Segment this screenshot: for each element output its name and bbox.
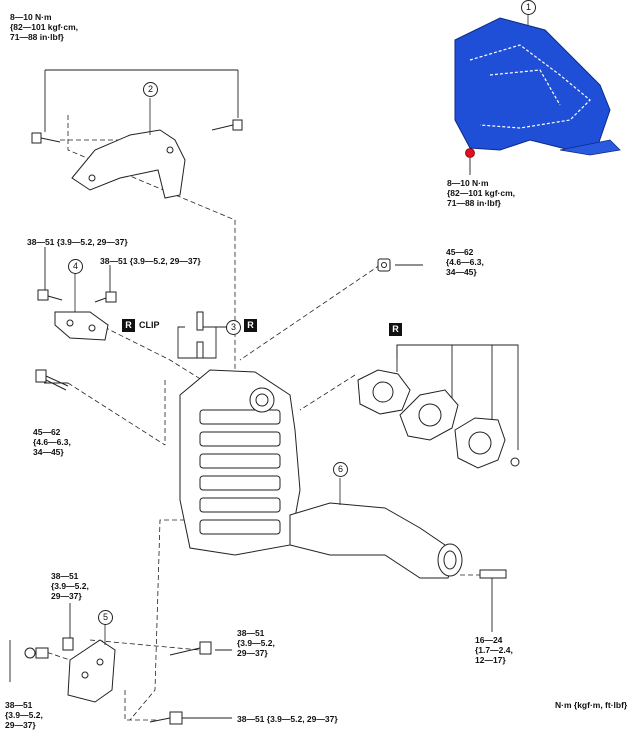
torque-spec: 8—10 N·m {82—101 kgf·cm, 71—88 in·lbf} — [447, 178, 516, 208]
bolt-icon — [31, 119, 243, 144]
seal-washer-icon — [465, 148, 475, 158]
replace-mark-icon: R — [244, 319, 257, 332]
catalytic-converter — [179, 369, 463, 579]
replace-mark-icon: R — [122, 319, 135, 332]
torque-spec: 38—51 {3.9—5.2, 29—37} — [5, 700, 43, 730]
callout-5: 5 — [98, 610, 113, 625]
gasket — [357, 369, 520, 469]
heat-insulator — [454, 17, 621, 156]
right-stud-bolt-icon — [479, 569, 507, 579]
torque-spec: 8—10 N·m {82—101 kgf·cm, 71—88 in·lbf} — [10, 12, 79, 42]
callout-6: 6 — [333, 462, 348, 477]
torque-spec: 38—51 {3.9—5.2, 29—37} — [237, 714, 338, 724]
bottom-bolt-icon — [149, 711, 183, 725]
callout-1: 1 — [521, 0, 536, 15]
torque-spec: 38—51 {3.9—5.2, 29—37} — [237, 628, 275, 658]
upper-bracket — [71, 129, 186, 199]
callout-4: 4 — [68, 259, 83, 274]
nut-icon — [377, 258, 391, 272]
clip-label: CLIP — [139, 320, 160, 330]
small-bracket-4 — [37, 289, 117, 341]
stud-bolt-icon — [35, 369, 69, 391]
torque-spec: 45—62 {4.6—6.3, 34—45} — [33, 427, 71, 457]
replace-mark-icon: R — [389, 323, 402, 336]
clip — [196, 311, 204, 359]
callout-2: 2 — [143, 82, 158, 97]
lower-bracket-5 — [24, 637, 212, 703]
torque-spec: 38—51 {3.9—5.2, 29—37} — [51, 571, 89, 601]
torque-spec: 38—51 {3.9—5.2, 29—37} — [100, 256, 201, 266]
torque-spec: 45—62 {4.6—6.3, 34—45} — [446, 247, 484, 277]
callout-3: 3 — [226, 320, 241, 335]
torque-spec: 38—51 {3.9—5.2, 29—37} — [27, 237, 128, 247]
units-note: N·m {kgf·m, ft·lbf} — [555, 700, 628, 710]
torque-spec: 16—24 {1.7—2.4, 12—17} — [475, 635, 513, 665]
